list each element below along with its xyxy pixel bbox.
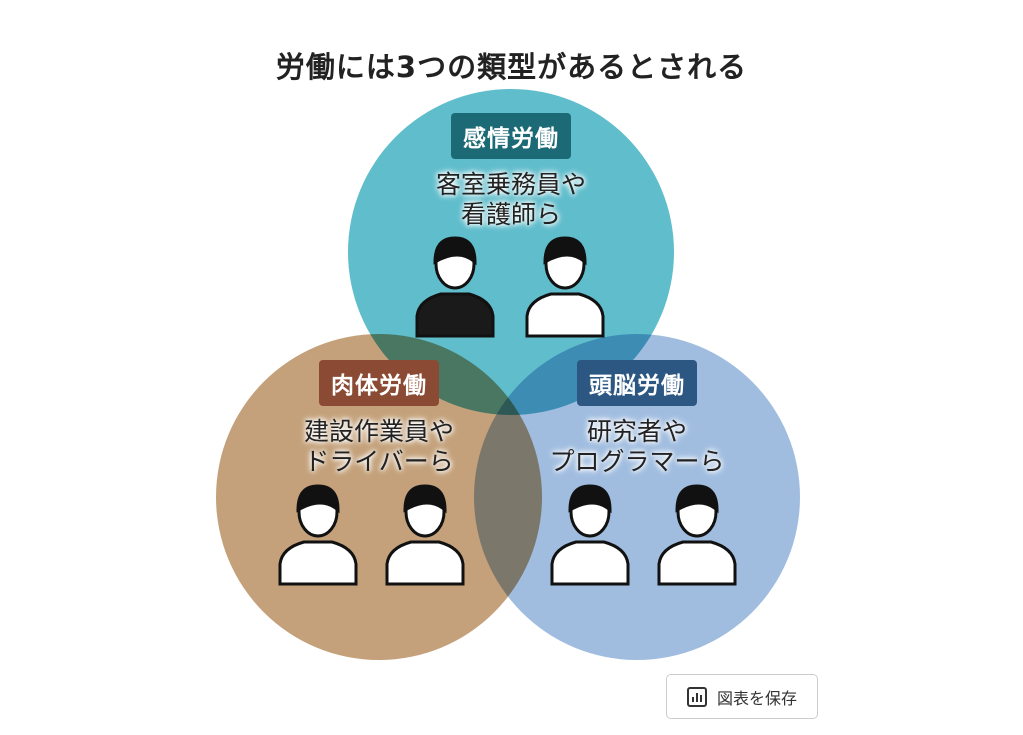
flight-attendant-icon [415, 236, 495, 338]
construction-worker-icon [278, 484, 358, 586]
label-intellectual-labor: 頭脳労働 [577, 360, 697, 406]
nurse-icon [525, 236, 605, 338]
label-emotional-labor: 感情労働 [451, 113, 571, 159]
bar-chart-icon [686, 686, 707, 707]
example-line: ドライバーら [304, 447, 454, 476]
examples-emotional-labor: 客室乗務員や 看護師ら [436, 170, 586, 230]
save-chart-label: 図表を保存 [716, 688, 797, 708]
driver-icon [385, 484, 465, 586]
example-line: プログラマーら [549, 447, 725, 476]
example-line: 客室乗務員や [435, 170, 587, 199]
programmer-icon [657, 484, 737, 586]
examples-intellectual-labor: 研究者や プログラマーら [549, 417, 724, 477]
label-physical-labor: 肉体労働 [319, 360, 439, 406]
researcher-icon [550, 484, 630, 586]
example-line: 建設作業員や [303, 417, 455, 446]
example-line: 研究者や [586, 417, 688, 446]
examples-physical-labor: 建設作業員や ドライバーら [304, 417, 454, 477]
example-line: 看護師ら [460, 200, 562, 229]
diagram-title: 労働には3つの類型があるとされる [275, 50, 748, 84]
save-chart-button[interactable]: 図表を保存 [666, 674, 818, 719]
